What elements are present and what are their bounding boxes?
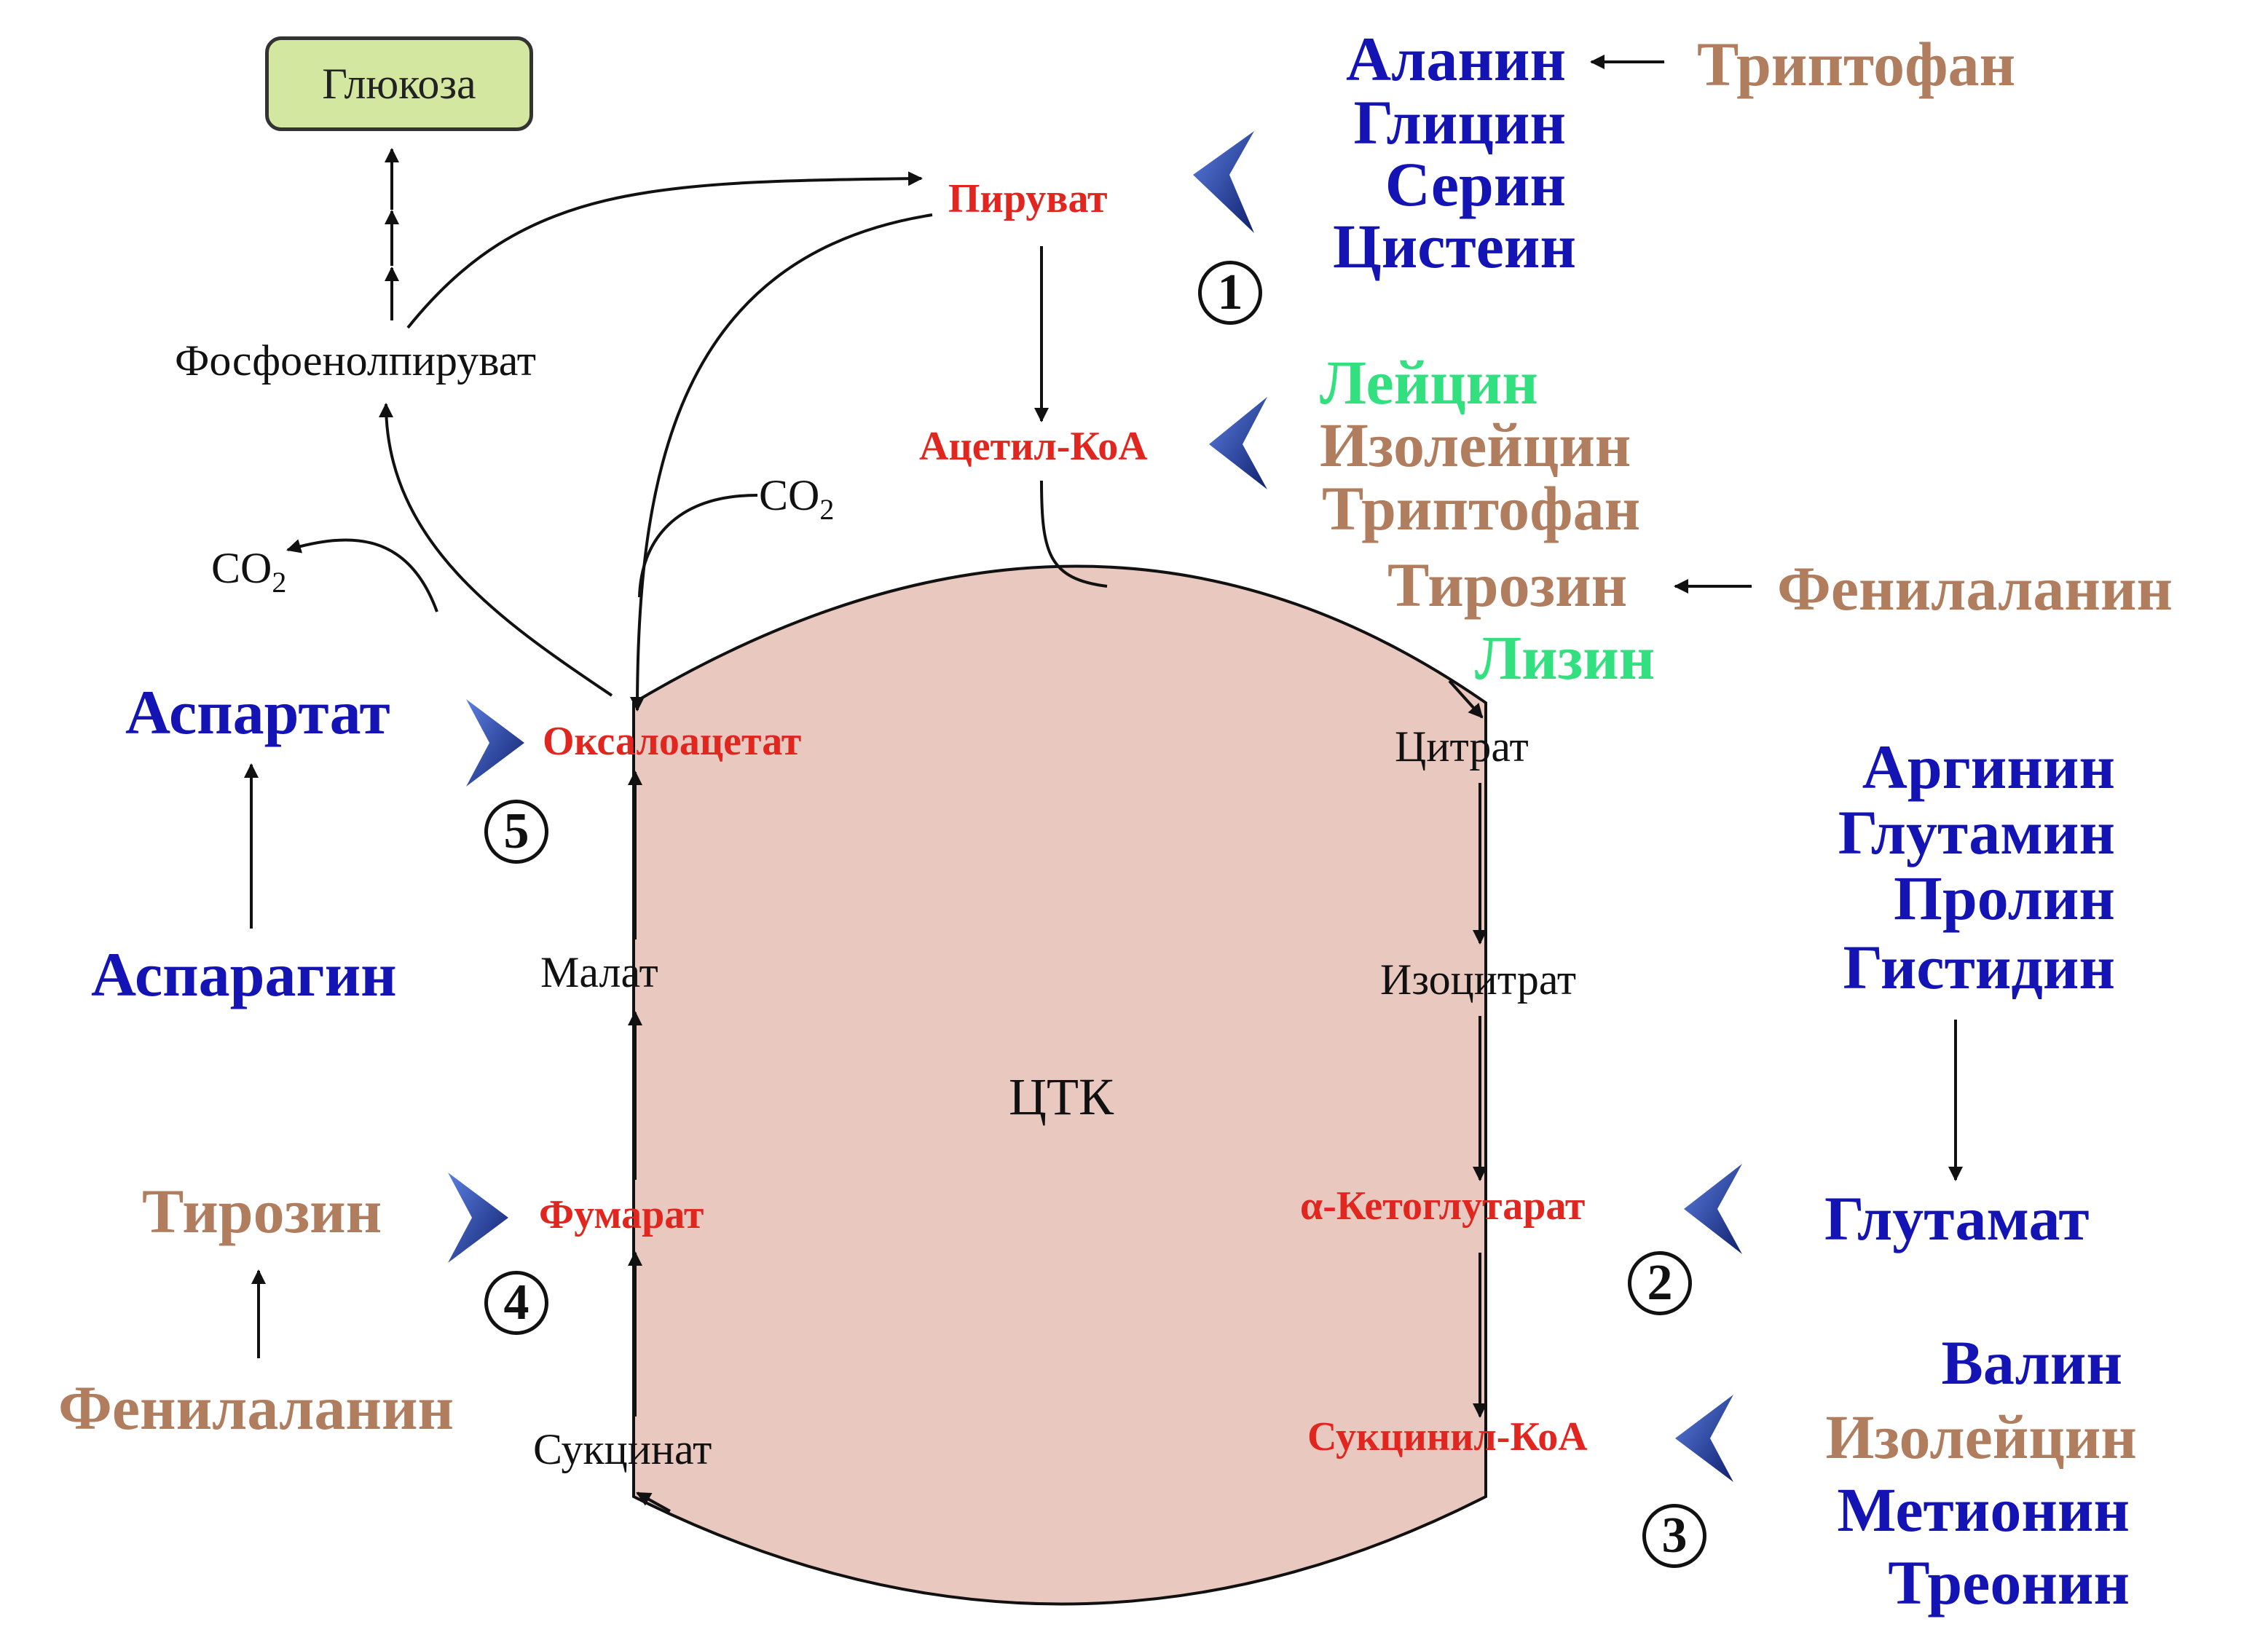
amino-acid-glutamate: Глутамат xyxy=(1824,1183,2090,1253)
arrow-to-succinate xyxy=(636,1492,671,1513)
chevron-akg xyxy=(1684,1164,1742,1254)
intermediate-isocitrate: Изоцитрат xyxy=(1380,955,1577,1004)
glucose-box: Глюкоза xyxy=(265,36,533,131)
chevron-pyruvate xyxy=(1193,131,1254,233)
metabolite-fumarate: Фумарат xyxy=(539,1192,704,1237)
metabolite-succinyl-coa: Сукцинил-КоА xyxy=(1307,1414,1588,1459)
amino-acid-methionine: Метионин xyxy=(1837,1475,2130,1545)
arrow-to-citrate xyxy=(1448,679,1484,719)
arrow-co2-fixation xyxy=(638,494,758,598)
metabolite-acetyl-coa: Ацетил-КоА xyxy=(919,424,1148,469)
intermediate-citrate: Цитрат xyxy=(1395,722,1529,771)
amino-acid-threonine: Треонин xyxy=(1888,1548,2130,1617)
arrow-pep-to-pyruvate xyxy=(406,171,923,329)
tca-cycle-shape xyxy=(632,564,1487,1606)
amino-acid-serine: Серин xyxy=(1385,149,1566,219)
arrow-pyruvate-to-oaa xyxy=(630,213,933,712)
amino-acid-arginine: Аргинин xyxy=(1862,732,2115,802)
label-co2-right: CO2 xyxy=(759,471,835,526)
amino-acid-glutamine: Глутамин xyxy=(1838,797,2115,867)
chevron-succinylcoa xyxy=(1675,1395,1733,1482)
arrow-co2-release xyxy=(286,538,438,612)
entry-number-2: 2 xyxy=(1628,1251,1692,1315)
amino-acid-leucine: Лейцин xyxy=(1320,347,1538,417)
cycle-center-label: ЦТК xyxy=(1009,1068,1114,1126)
entry-number-4: 4 xyxy=(484,1271,548,1335)
entry-number-1: 1 xyxy=(1198,261,1262,325)
amino-acid-aspartate: Аспартат xyxy=(125,677,390,747)
metabolite-alpha-ketoglutarate: α-Кетоглутарат xyxy=(1300,1183,1586,1229)
chevron-oaa xyxy=(466,699,524,787)
amino-acid-valine: Валин xyxy=(1941,1328,2122,1398)
intermediate-malate: Малат xyxy=(540,948,658,996)
intermediate-succinate: Сукцинат xyxy=(533,1425,712,1473)
label-phosphoenolpyruvate: Фосфоенолпируват xyxy=(175,336,537,385)
line-acetylcoa-to-cycle xyxy=(1040,480,1108,588)
amino-acid-tyrosine-fumarate: Тирозин xyxy=(142,1176,382,1246)
amino-acid-phenylalanine-top: Фенилаланин xyxy=(1777,553,2173,623)
entry-number-5: 5 xyxy=(484,800,548,864)
amino-acid-tryptophan-acetyl: Триптофан xyxy=(1322,473,1641,543)
amino-acid-isoleucine-acetyl: Изолейцин xyxy=(1320,410,1631,480)
metabolite-oxaloacetate: Оксалоацетат xyxy=(543,719,802,764)
amino-acid-tyrosine-acetyl: Тирозин xyxy=(1387,550,1628,620)
amino-acid-alanine: Аланин xyxy=(1345,24,1566,94)
amino-acid-histidine: Гистидин xyxy=(1843,932,2115,1002)
amino-acid-asparagine: Аспарагин xyxy=(91,939,397,1009)
chevron-acetylcoa xyxy=(1209,397,1267,489)
label-co2-left: CO2 xyxy=(211,544,287,599)
chevron-fumarate xyxy=(448,1173,508,1263)
amino-acid-tryptophan-top: Триптофан xyxy=(1697,29,2016,99)
entry-number-3: 3 xyxy=(1642,1504,1706,1568)
arrow-oaa-to-pep xyxy=(379,403,613,697)
amino-acid-glycine: Глицин xyxy=(1353,87,1566,157)
amino-acid-lysine: Лизин xyxy=(1475,623,1655,693)
amino-acid-phenylalanine-fumarate: Фенилаланин xyxy=(58,1373,454,1443)
metabolite-pyruvate: Пируват xyxy=(948,176,1108,221)
amino-acid-proline: Пролин xyxy=(1894,863,2115,933)
amino-acid-cysteine: Цистеин xyxy=(1332,211,1576,281)
amino-acid-isoleucine-succinyl: Изолейцин xyxy=(1825,1402,2137,1472)
